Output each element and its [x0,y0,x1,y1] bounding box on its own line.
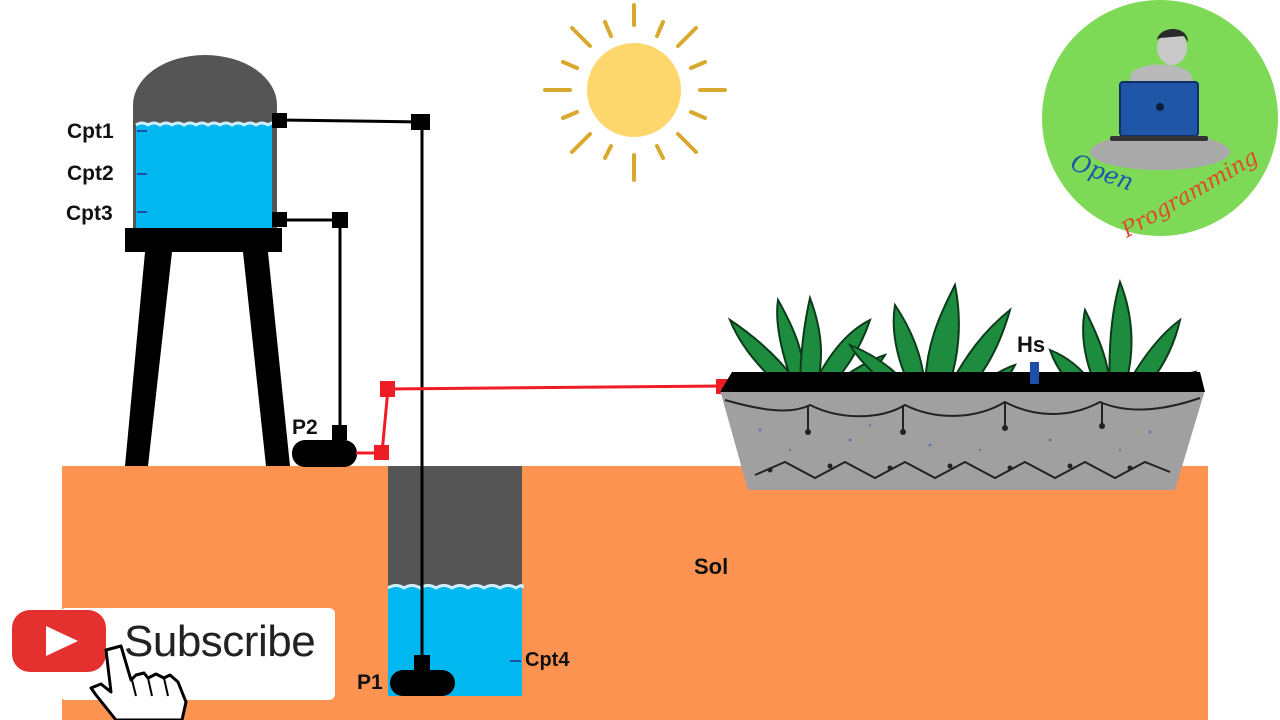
label-cpt1: Cpt1 [67,120,114,143]
label-cpt4: Cpt4 [525,649,570,671]
label-p2: P2 [292,416,318,439]
water-tank [133,55,277,228]
plant-icon [720,278,1205,490]
youtube-play-icon[interactable] [10,608,110,676]
pipe-joint [332,212,348,228]
humidity-sensor [1030,362,1039,384]
label-p1: P1 [357,671,383,694]
pump-p2 [292,425,357,467]
sun-icon [543,3,727,182]
pipe-tank-to-p2 [280,218,342,432]
label-cpt2: Cpt2 [67,162,114,185]
label-sol: Sol [694,554,728,579]
subscribe-button[interactable]: Subscribe [124,617,316,666]
pump-p1 [390,655,455,696]
tower-legs [125,228,290,466]
pipe-joint [272,212,287,227]
laptop-icon [1110,81,1208,141]
pipe-joint [272,113,287,128]
hand-cursor-icon [89,644,188,720]
pipe-joint [411,114,430,130]
apple-logo-icon [1156,103,1164,111]
open-programming-logo: Open Programming [1042,0,1278,244]
label-cpt3: Cpt3 [66,202,113,225]
label-hs: Hs [1017,332,1045,357]
well [387,466,524,696]
pipe-irrigation-red [356,379,731,460]
